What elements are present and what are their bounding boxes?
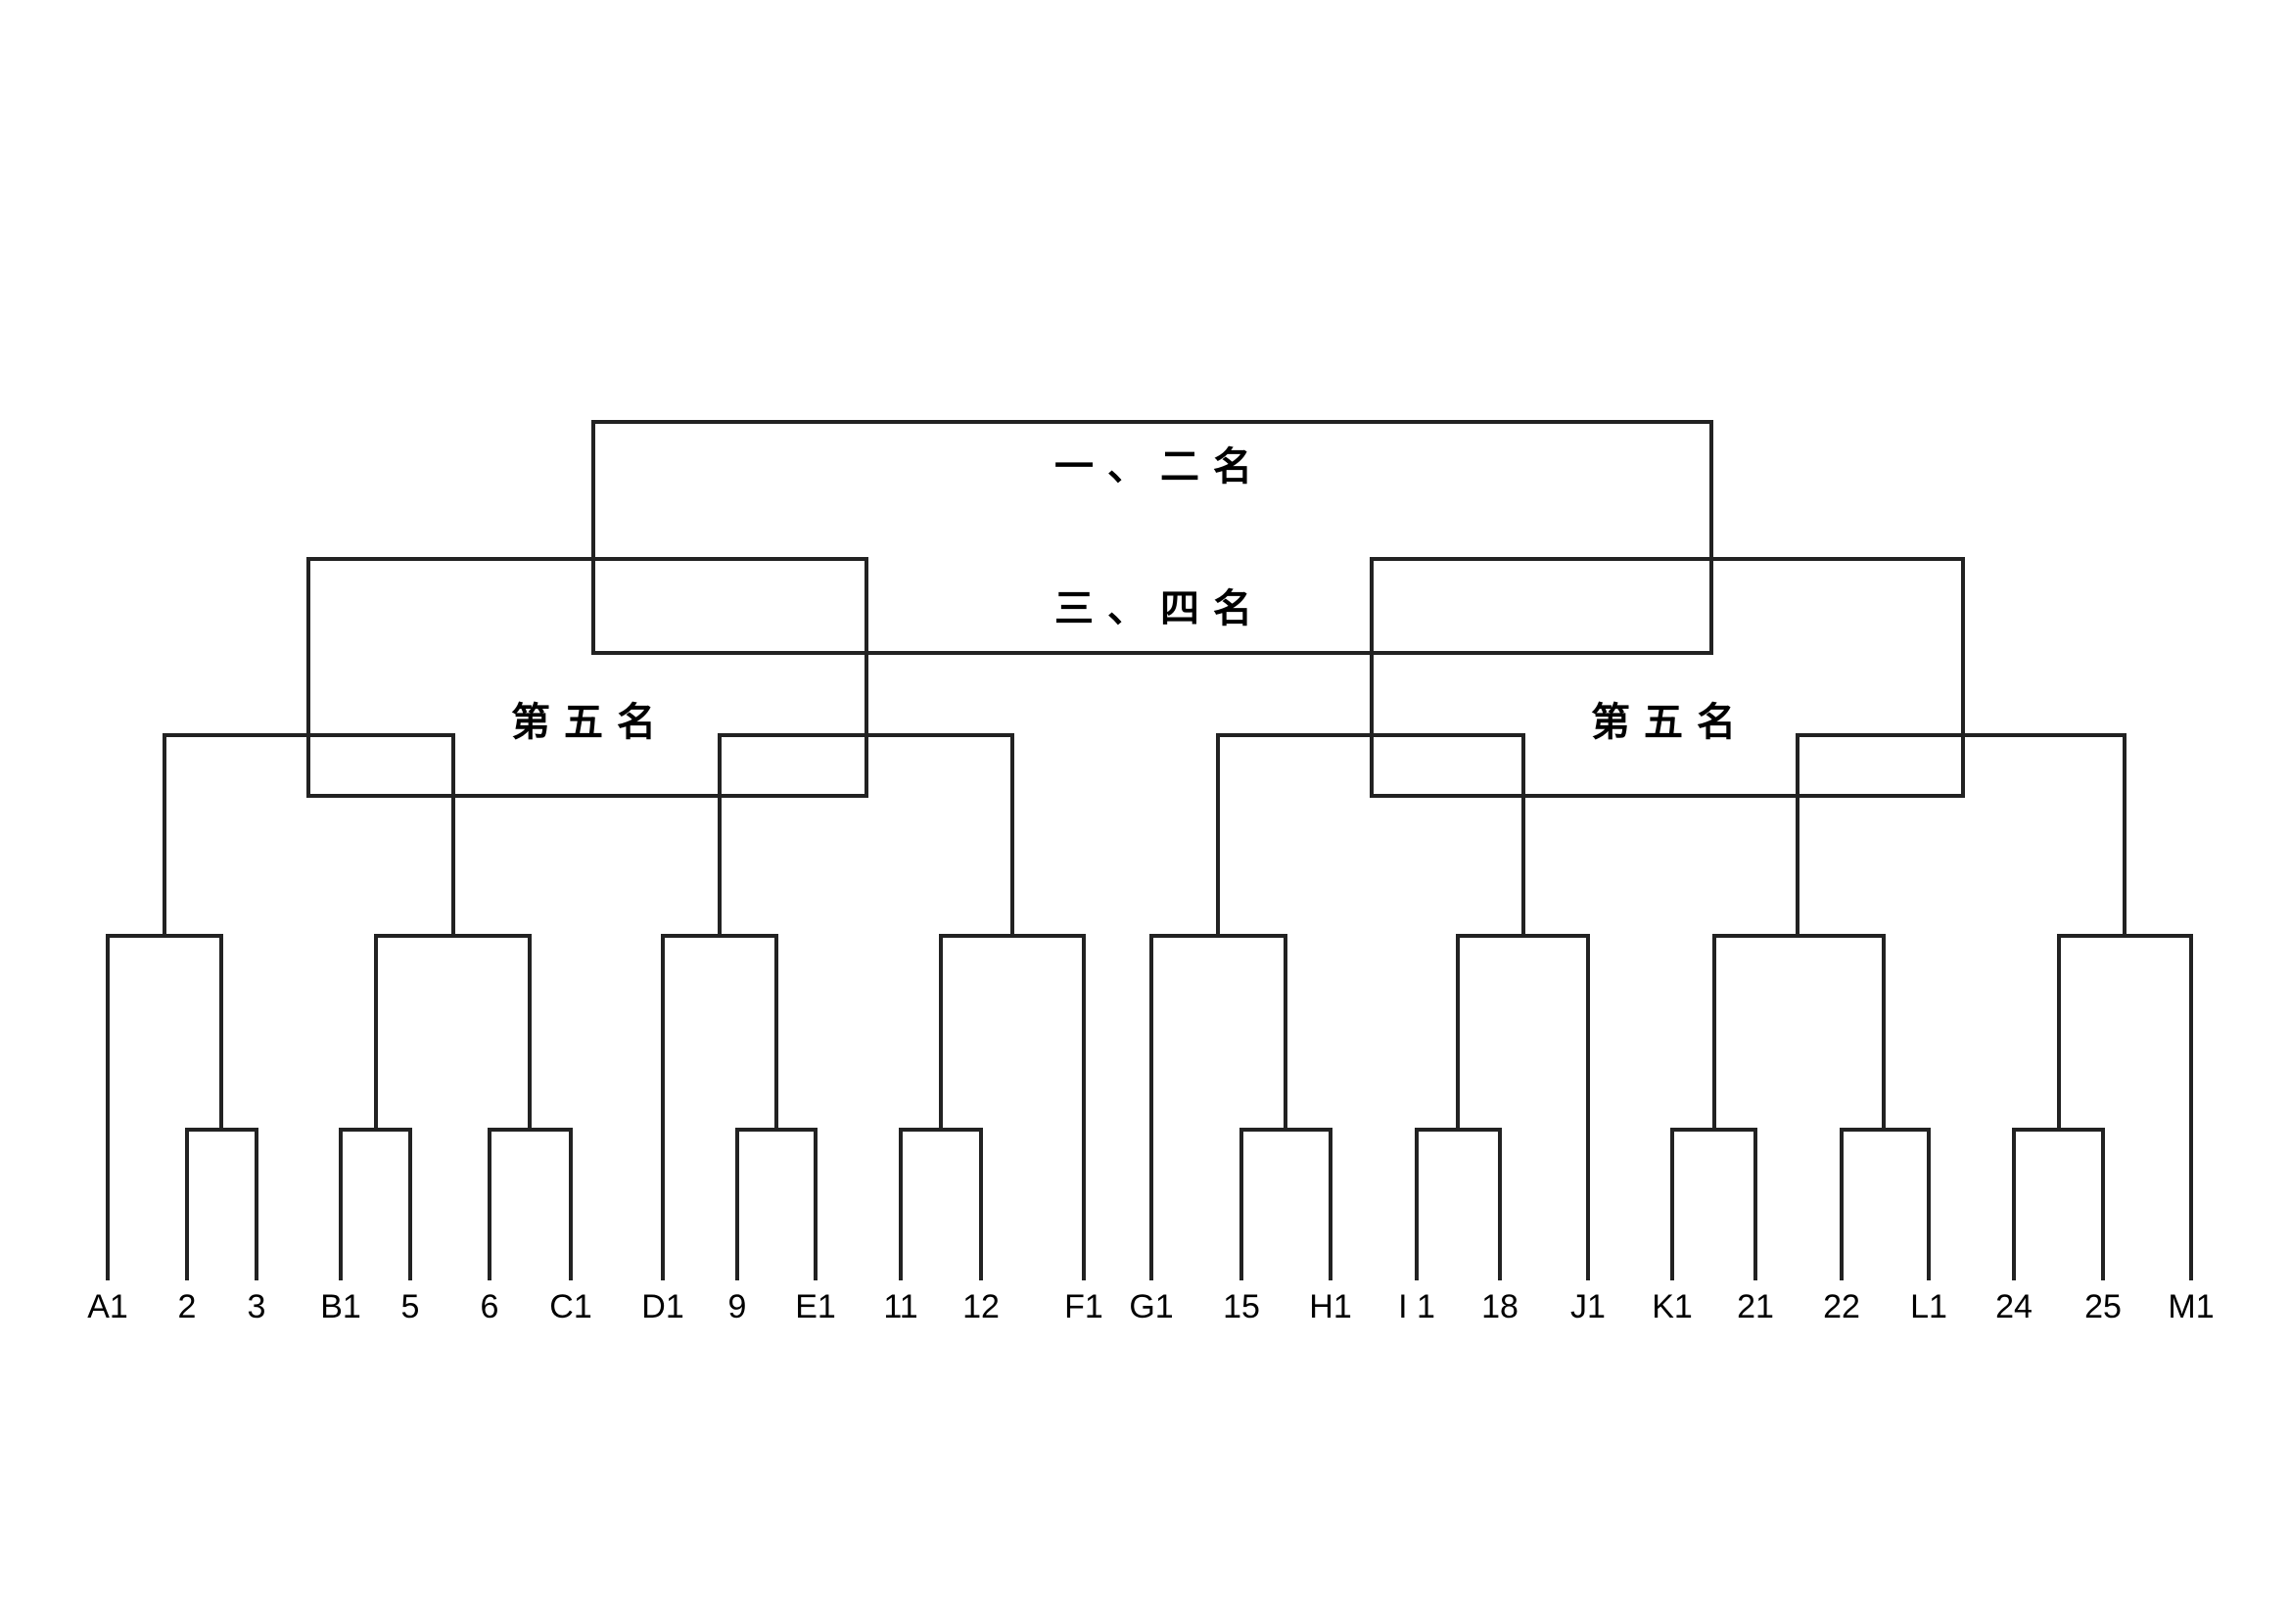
semifinal-left-box [306,557,868,798]
team-label: D1 [641,1288,683,1325]
team-label: 15 [1223,1288,1260,1325]
bracket-line [899,1128,983,1280]
bracket-line [185,1128,258,1280]
team-label: J1 [1570,1288,1606,1325]
team-label: C1 [549,1288,591,1325]
team-label: H1 [1309,1288,1351,1325]
bracket-line [939,934,1086,1280]
team-label: 11 [883,1288,917,1325]
team-label: 2 [178,1288,197,1325]
bracket-line [374,934,532,1132]
bracket-line [718,733,1014,938]
bracket-line [2012,1128,2105,1280]
team-label: 24 [1995,1288,2033,1325]
final-box [591,420,1713,655]
team-label: B1 [320,1288,361,1325]
team-label: A1 [87,1288,128,1325]
bracket-line [339,1128,412,1280]
team-label: 12 [962,1288,1000,1325]
team-label: E1 [795,1288,836,1325]
team-label: L1 [1910,1288,1947,1325]
bracket-line [1239,1128,1332,1280]
final-title: 一、二名 [1054,443,1266,489]
bracket-line [735,1128,818,1280]
third-place-title: 三、四名 [1054,585,1266,631]
team-label: 9 [728,1288,747,1325]
team-label: 25 [2084,1288,2122,1325]
team-label: 6 [481,1288,499,1325]
bracket-line [1712,934,1886,1132]
bracket-line [1216,733,1525,938]
semifinal-right-box [1370,557,1965,798]
bracket-lines [106,733,2193,1280]
team-label: 22 [1823,1288,1860,1325]
bracket-line [163,733,455,938]
team-labels: A1 2 3 B1 5 6 C1 D1 9 E1 11 12 F1 G1 15 H1 I 1 18 J1 K1 21 22… [87,1288,2214,1325]
bracket-line [661,934,778,1280]
bracket-line [1415,1128,1502,1280]
team-label: 21 [1737,1288,1774,1325]
team-label: 5 [401,1288,420,1325]
team-label: K1 [1652,1288,1693,1325]
bracket-line [1670,1128,1757,1280]
fifth-place-left-title: 第五名 [511,699,670,745]
bracket-line [1456,934,1590,1280]
fifth-place-right-title: 第五名 [1591,699,1750,745]
team-label: 18 [1481,1288,1519,1325]
bracket-line [106,934,223,1280]
team-label: 3 [248,1288,266,1325]
team-label: F1 [1064,1288,1103,1325]
bracket-line [1149,934,1287,1280]
team-label: I 1 [1398,1288,1435,1325]
bracket-line [1796,733,2126,938]
team-label: M1 [2168,1288,2214,1325]
bracket-line [1840,1128,1931,1280]
team-label: G1 [1129,1288,1173,1325]
bracket-line [488,1128,573,1280]
bracket-line [2057,934,2193,1280]
